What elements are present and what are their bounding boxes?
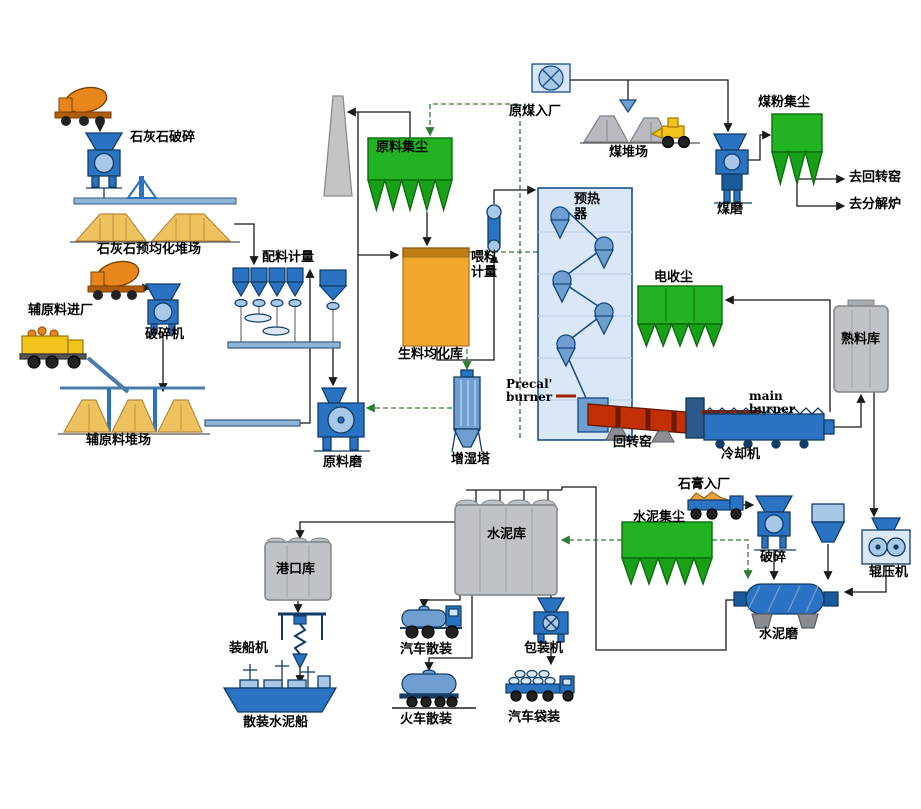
label-bulk-cement-ship: 散装水泥船: [243, 715, 309, 730]
limestone-mixer-truck: [54, 86, 112, 126]
label-packing-machine: 包装机: [524, 641, 564, 656]
label-feeding-metering: 喂料计量: [471, 250, 498, 280]
bulk-tanker-truck: [400, 605, 462, 639]
main-burner-pipe: [702, 410, 760, 415]
label-coal-dust-collector: 煤粉集尘: [758, 95, 811, 110]
gypsum-truck: [687, 491, 744, 520]
label-cement-dust-collector: 水泥集尘: [633, 510, 686, 525]
flow-connectors: [95, 79, 887, 685]
chimney: [323, 95, 353, 197]
limestone-crusher: [84, 132, 124, 198]
gypsum-crusher: [754, 495, 796, 551]
coal-dust-collector: [771, 113, 823, 187]
cement-mill: [733, 583, 839, 629]
dump-truck: [19, 326, 130, 394]
label-truck-bulk: 汽车散装: [400, 642, 453, 657]
label-roller-press: 辊压机: [869, 565, 909, 580]
label-to-calciner: 去分解炉: [849, 197, 902, 212]
preheater-tower: [537, 187, 633, 441]
clinker-cooler: [703, 407, 835, 449]
bagged-cement-truck: [505, 669, 575, 702]
label-aux-material-yard: 辅原料堆场: [86, 433, 152, 448]
coal-mill: [712, 133, 752, 204]
limestone-preblending-piles: [70, 213, 240, 243]
aux-material-piles: [58, 386, 301, 435]
label-crusher-machine: 破碎机: [145, 327, 185, 342]
label-truck-bagged: 汽车袋装: [508, 710, 561, 725]
label-raw-coal-entry: 原煤入厂: [509, 104, 562, 119]
label-raw-meal-silo: 生料均化库: [398, 347, 464, 362]
batching-station: [227, 267, 348, 349]
label-port-silo: 港口库: [276, 562, 316, 577]
clinker-silo: [833, 299, 889, 393]
label-limestone-crushing: 石灰石破碎: [130, 130, 196, 145]
humidifying-tower: [451, 369, 483, 453]
packing-machine: [533, 597, 569, 643]
raw-dust-collector: [367, 137, 453, 213]
label-batching-metering: 配料计量: [262, 250, 315, 265]
label-to-rotary-kiln: 去回转窑: [849, 170, 902, 185]
label-clinker-silo: 熟料库: [841, 332, 881, 347]
rail-tank-wagon: [392, 669, 476, 709]
rotary-kiln: [587, 397, 760, 443]
label-cooler: 冷却机: [721, 447, 761, 462]
raw-meal-silo: [402, 247, 470, 347]
label-precal-burner: Precal' burner: [506, 377, 553, 404]
aux-crusher: [144, 283, 182, 335]
cement-dust-collector: [621, 521, 713, 587]
label-train-bulk: 火车散装: [400, 712, 453, 727]
label-humidifying-tower: 增湿塔: [451, 452, 491, 467]
label-rotary-kiln: 回转窑: [613, 435, 653, 450]
cement-silo: [454, 499, 558, 596]
aux-mixer-truck: [87, 260, 145, 300]
label-cement-silo: 水泥库: [487, 527, 527, 542]
label-raw-mill: 原料磨: [323, 455, 363, 470]
label-main-burner: main burner: [749, 389, 796, 416]
feed-metering-elevator: [486, 204, 502, 253]
label-electrostatic-precipitator: 电收尘: [654, 270, 694, 285]
ship-loader: [278, 612, 326, 670]
roller-press: [861, 517, 911, 565]
label-cement-mill: 水泥磨: [759, 627, 799, 642]
electrostatic-precipitator: [636, 285, 724, 348]
label-coal-yard: 煤堆场: [609, 145, 649, 160]
raw-mill: [314, 387, 370, 452]
label-limestone-preblending-yard: 石灰石预均化堆场: [97, 242, 202, 257]
label-gypsum-entry: 石膏入厂: [678, 477, 731, 492]
feed-hopper: [810, 503, 846, 543]
coal-tippler: [531, 63, 571, 93]
bulk-cement-ship: [222, 660, 338, 713]
label-gypsum-crushing: 破碎: [760, 550, 787, 565]
port-silo: [264, 537, 332, 601]
label-coal-mill: 煤磨: [717, 202, 744, 217]
wheel-loader: [650, 117, 691, 149]
label-raw-dust-collector: 原料集尘: [376, 140, 429, 155]
label-aux-material-entry: 辅原料进厂: [28, 303, 94, 318]
limestone-conveyor: [73, 176, 237, 205]
label-preheater: 预热器: [574, 192, 601, 222]
label-ship-loader: 装船机: [229, 641, 269, 656]
